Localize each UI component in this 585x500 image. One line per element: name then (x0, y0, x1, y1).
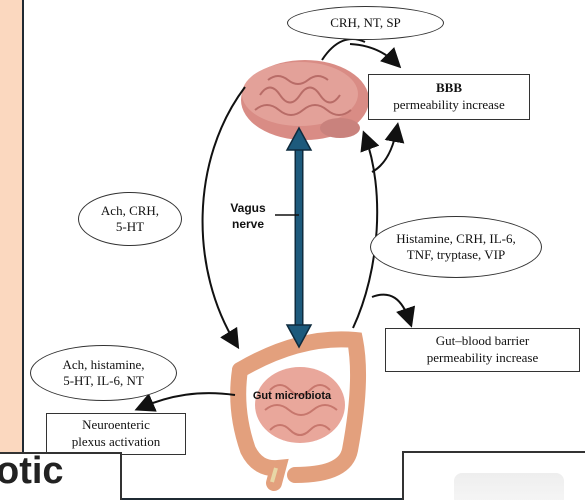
brain-to-crh-connector (322, 39, 365, 60)
ach-crh-line2: 5-HT (116, 219, 144, 235)
neuroenteric-line2: plexus activation (72, 434, 160, 451)
bbb-subtitle: permeability increase (393, 97, 505, 114)
ach-histamine-line2: 5-HT, IL-6, NT (63, 373, 144, 389)
cropped-image-fragment (402, 451, 585, 500)
histamine-oval: Histamine, CRH, IL-6, TNF, tryptase, VIP (370, 216, 542, 278)
ach-crh-5ht-oval: Ach, CRH, 5-HT (78, 192, 182, 246)
crh-to-bbb-arrow (350, 44, 397, 64)
vagus-line1: Vagus (222, 200, 274, 216)
histamine-line2: TNF, tryptase, VIP (407, 247, 505, 263)
cropped-text-fragment: otic (0, 452, 122, 500)
histamine-line1: Histamine, CRH, IL-6, (396, 231, 516, 247)
gut-illustration (238, 339, 358, 483)
to-bbb-arrow (372, 128, 397, 172)
gut-barrier-line2: permeability increase (427, 350, 539, 367)
ach-histamine-line1: Ach, histamine, (63, 357, 145, 373)
neuroenteric-box: Neuroenteric plexus activation (46, 413, 186, 455)
brain-illustration (241, 60, 369, 140)
neuroenteric-line1: Neuroenteric (82, 417, 150, 434)
gut-microbiota-label: Gut microbiota (242, 389, 342, 404)
gut-blood-barrier-box: Gut–blood barrier permeability increase (385, 328, 580, 372)
crh-nt-sp-text: CRH, NT, SP (330, 15, 401, 31)
cropped-text: otic (0, 452, 64, 493)
vagus-nerve-label: Vagus nerve (222, 200, 274, 232)
vagus-line2: nerve (222, 216, 274, 232)
ach-crh-line1: Ach, CRH, (101, 203, 159, 219)
crh-nt-sp-oval: CRH, NT, SP (287, 6, 444, 40)
gut-to-neuroenteric-arrow (140, 393, 235, 408)
cropped-image-shape (454, 473, 564, 500)
gut-to-barrier-arrow (372, 295, 410, 322)
bbb-box: BBB permeability increase (368, 74, 530, 120)
gut-microbiota-text: Gut microbiota (253, 390, 331, 402)
bbb-title: BBB (436, 80, 462, 97)
gut-barrier-line1: Gut–blood barrier (436, 333, 530, 350)
gut-to-brain-arrow (353, 136, 377, 328)
ach-histamine-oval: Ach, histamine, 5-HT, IL-6, NT (30, 345, 177, 401)
